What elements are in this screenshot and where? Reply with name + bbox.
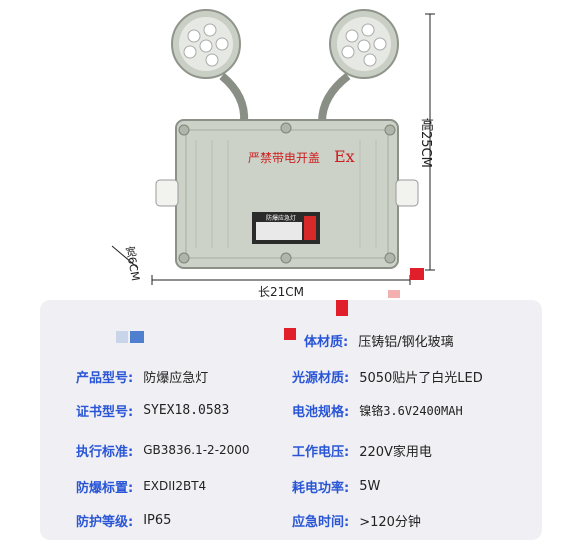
spec-label: 电池规格: [292,404,350,420]
spec-row-model: 产品型号: 防爆应急灯 [76,364,208,388]
spec-value: 压铸铝/钢化玻璃 [358,334,454,350]
spec-row-battery: 电池规格: 镍铬3.6V2400MAH [292,398,463,422]
spec-label: 体材质: [304,334,349,350]
length-dimension-label: 长21CM [258,285,305,299]
left-lamp-head [171,9,241,79]
spec-row-voltage: 工作电压: 220V家用电 [292,438,432,462]
lamp-housing [175,119,399,269]
spec-label: 工作电压: [292,444,350,460]
spec-value: 220V家用电 [359,444,432,460]
blurred-mark [336,300,348,316]
spec-value: GB3836.1-2-2000 [143,443,250,457]
spec-value: 5W [359,478,381,494]
spec-row-emergency-time: 应急时间: >120分钟 [292,508,421,532]
right-neck [318,72,351,123]
spec-label: 防爆标置: [76,480,134,496]
blurred-mark [130,331,144,343]
spec-value: 防爆应急灯 [143,370,209,386]
nameplate-title: 防爆应急灯 [266,214,296,222]
spec-value: >120分钟 [359,514,421,530]
product-photo: 严禁带电开盖 Ex 防爆应急灯 [111,9,435,298]
left-neck [219,72,249,123]
blurred-mark [116,331,128,343]
blurred-mark [284,328,296,340]
spec-label: 耗电功率: [292,480,350,496]
spec-value: IP65 [143,512,172,528]
spec-label: 光源材质: [292,370,350,386]
spec-label: 应急时间: [292,514,350,530]
spec-label: 执行标准: [76,444,134,460]
left-cable-gland [155,179,179,207]
spec-value: SYEX18.0583 [143,402,230,418]
right-lamp-head [329,9,399,79]
ex-mark-text: Ex [334,147,355,166]
spec-row-standard: 执行标准: GB3836.1-2-2000 [76,438,250,462]
height-dimension-label: 高25CM [418,118,433,168]
spec-row-power: 耗电功率: 5W [292,474,380,498]
spec-row-certificate: 证书型号: SYEX18.0583 [76,398,229,422]
spec-row-explosion-mark: 防爆标置: EXDII2BT4 [76,474,206,498]
spec-value: EXDII2BT4 [143,479,207,493]
spec-row-light-source: 光源材质: 5050贴片了白光LED [292,364,483,388]
spec-row-material: 体材质: 压铸铝/钢化玻璃 [304,328,454,352]
spec-label: 证书型号: [76,404,134,420]
spec-label: 产品型号: [76,370,134,386]
spec-value: 镍铬3.6V2400MAH [359,403,463,418]
right-cable-gland [395,179,419,207]
spec-label: 防护等级: [76,514,134,530]
spec-panel: 体材质: 压铸铝/钢化玻璃 产品型号: 防爆应急灯 光源材质: 5050贴片了白… [40,300,542,540]
lid-warning-text: 严禁带电开盖 [248,151,320,165]
spec-value: 5050贴片了白光LED [359,370,483,386]
spec-row-protection: 防护等级: IP65 [76,508,171,532]
